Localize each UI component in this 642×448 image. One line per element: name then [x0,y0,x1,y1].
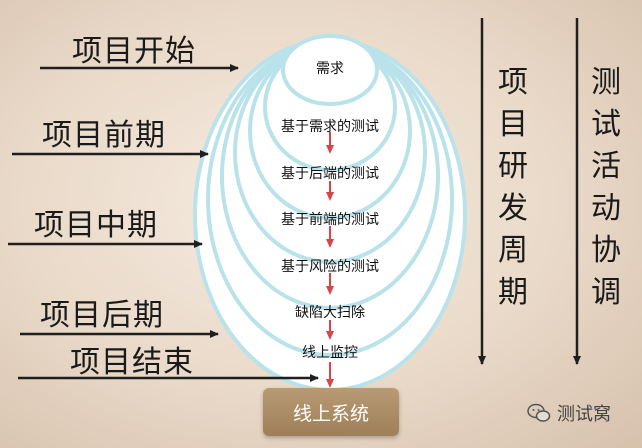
phase-label-end: 项目结束 [70,345,194,380]
test-coordination-label: 测试活动协调 [591,65,621,310]
layer-label-risk-testing: 基于风险的测试 [281,259,379,275]
online-system-box: 线上系统 [263,388,399,436]
wechat-icon [527,403,551,422]
layer-label-requirements-testing: 基于需求的测试 [281,119,379,135]
phase-label-late: 项目后期 [40,298,164,333]
ellipse-layer-1 [281,34,379,106]
layer-label-backend-testing: 基于后端的测试 [281,166,379,182]
watermark-text: 测试窝 [557,404,611,425]
watermark: 测试窝 [527,400,611,426]
phase-label-start: 项目开始 [72,34,196,69]
online-system-label: 线上系统 [292,402,369,425]
phase-arrows [8,64,319,382]
layer-label-requirements: 需求 [316,61,344,77]
layer-label-frontend-testing: 基于前端的测试 [281,212,379,228]
phase-label-middle: 项目中期 [34,208,158,243]
vertical-arrows [478,18,581,365]
phase-label-early: 项目前期 [42,118,166,153]
layer-label-online-monitoring: 线上监控 [302,345,358,361]
dev-cycle-label: 项目研发周期 [498,65,528,310]
layer-label-bug-sweep: 缺陷大扫除 [295,305,365,321]
